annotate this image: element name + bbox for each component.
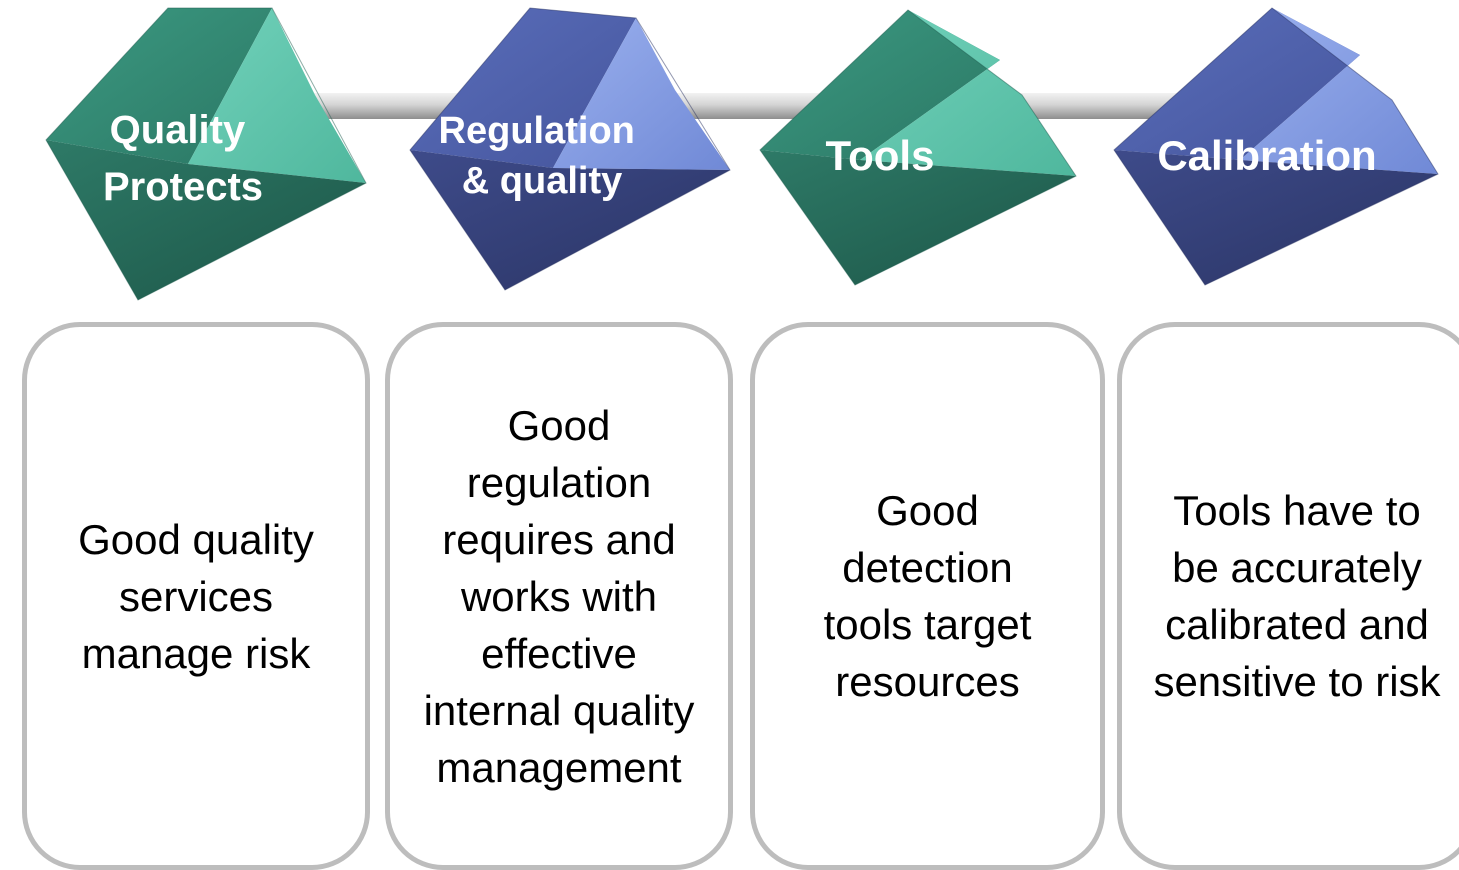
description-panel-regulation-quality: Good regulation requires and works with …: [385, 322, 733, 870]
cube-label-2b: & quality: [462, 160, 622, 202]
cube-label-2a: Regulation: [439, 110, 635, 152]
description-panel-calibration: Tools have to be accurately calibrated a…: [1117, 322, 1459, 870]
cube-regulation-quality: Regulation & quality: [409, 7, 731, 291]
description-text: Tools have to be accurately calibrated a…: [1153, 487, 1441, 705]
cube-label-4: Calibration: [1157, 132, 1376, 179]
svg-text:Regulation & quality: Regulation & quality: [439, 110, 646, 202]
cube-calibration: Calibration: [1113, 7, 1439, 286]
description-text: Good detection tools target resources: [823, 487, 1032, 705]
svg-text:Calibration: Calibration: [1157, 132, 1376, 179]
svg-text:Quality Protects: Quality Protects: [103, 108, 263, 209]
description-panel-tools: Good detection tools target resources: [750, 322, 1105, 870]
cube-label-1b: Protects: [103, 165, 263, 209]
cube-quality-protects: Quality Protects: [45, 7, 367, 301]
description-panel-quality-protects: Good quality services manage risk: [22, 322, 370, 870]
cube-tools: Tools: [759, 9, 1077, 286]
connector-rods: [268, 93, 1210, 119]
svg-text:Tools: Tools: [826, 132, 935, 179]
cube-label-3: Tools: [826, 132, 935, 179]
cube-chain: Quality Protects Regulation & quality To…: [45, 7, 1439, 301]
description-text: Good quality services manage risk: [78, 515, 314, 677]
description-text: Good regulation requires and works with …: [423, 401, 695, 791]
cube-label-1a: Quality: [110, 108, 246, 152]
